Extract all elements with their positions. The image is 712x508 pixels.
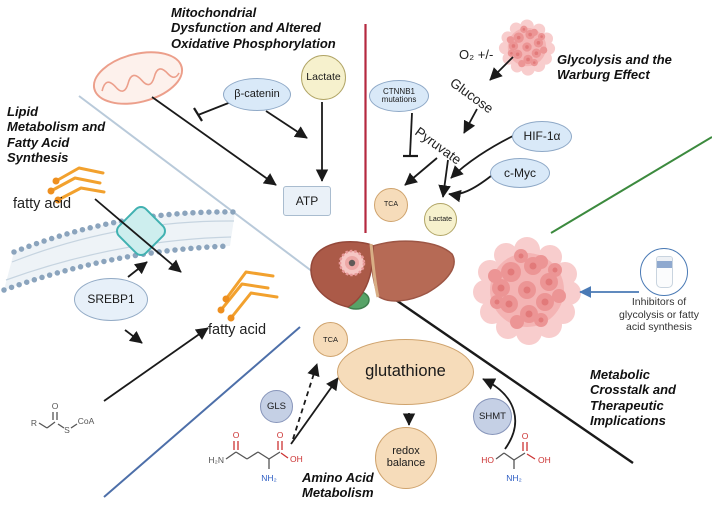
serine-structure: HO O OH NH₂ xyxy=(481,431,551,483)
divider-green xyxy=(550,136,712,234)
vial-tube-icon xyxy=(655,256,673,288)
tumor-cells-icon xyxy=(473,237,581,345)
node-atp: ATP xyxy=(283,186,331,216)
label-o2: O₂ +/- xyxy=(459,47,494,62)
label-inhibitors: Inhibitors of glycolysis or fatty acid s… xyxy=(619,296,699,334)
title-mitochondrial-dysfunction: Mitochondrial Dysfunction and Altered Ox… xyxy=(171,5,336,51)
label-fatty-acid-center: fatty acid xyxy=(208,322,267,338)
mitochondria-icon xyxy=(92,51,184,105)
title-lipid-metabolism: Lipid Metabolism and Fatty Acid Synthesi… xyxy=(7,104,106,165)
node-lactate-glycolysis: Lactate xyxy=(424,203,457,236)
arrow-glutamine-to-tca-dashed xyxy=(292,363,320,440)
arrow-glutamine-to-glutathione xyxy=(290,377,339,445)
atom-oh: OH xyxy=(290,454,303,464)
arrow-mito-to-atp xyxy=(151,96,277,186)
node-hif1a: HIF-1α xyxy=(512,121,572,152)
node-srebp1: SREBP1 xyxy=(74,278,148,321)
arrow-beta-catenin-down xyxy=(265,110,308,139)
node-gls: GLS xyxy=(260,390,293,423)
arrow-glucose-to-pyruvate xyxy=(463,108,478,134)
arrow-fatty-acid-through-membrane xyxy=(94,198,182,273)
divider-black xyxy=(392,297,634,464)
node-redox-balance: redox balance xyxy=(375,427,437,489)
glutamine-structure: H₂N O O OH NH₂ xyxy=(208,430,302,483)
arrow-tumor-to-glucose xyxy=(489,56,514,81)
arrow-serine-to-glutathione xyxy=(482,378,517,450)
node-lactate-top: Lactate xyxy=(301,55,346,100)
node-glutathione: glutathione xyxy=(337,339,474,405)
atom-o: O xyxy=(52,401,59,411)
atom-o1: O xyxy=(233,430,240,440)
fatty-acid-molecules-center-icon xyxy=(217,270,279,322)
arrow-srebp1-up xyxy=(127,261,148,278)
arrow-acylcoa-to-fatty-acid xyxy=(103,327,209,402)
arrow-pyruvate-to-lactate xyxy=(438,159,451,198)
node-tca-amino: TCA xyxy=(313,322,348,357)
membrane-transporter-icon xyxy=(116,206,166,256)
node-c-myc: c-Myc xyxy=(490,158,550,188)
inhibition-beta-catenin xyxy=(193,101,232,122)
arrow-cmyc xyxy=(448,175,492,203)
vial-cap xyxy=(656,257,672,261)
fatty-acid-molecules-left-icon xyxy=(47,166,106,204)
divider-lightblue xyxy=(78,95,314,273)
atom-o: O xyxy=(522,431,529,441)
liver-tumor-spot-icon xyxy=(338,249,366,277)
divider-blue xyxy=(103,326,301,498)
title-metabolic-crosstalk: Metabolic Crosstalk and Therapeutic Impl… xyxy=(590,367,676,428)
tumor-cells-small-icon xyxy=(498,19,556,76)
node-beta-catenin: β-catenin xyxy=(223,78,291,111)
atom-nh2: NH₂ xyxy=(261,473,277,483)
arrow-srebp1-down xyxy=(124,329,143,344)
atom-oh: OH xyxy=(538,455,551,465)
inhibition-ctnnb1 xyxy=(403,112,418,158)
node-ctnnb1-mutations: CTNNB1 mutations xyxy=(369,80,429,112)
atom-nh2: NH₂ xyxy=(506,473,522,483)
arrow-pyruvate-to-tca xyxy=(404,157,438,186)
node-tca-glycolysis: TCA xyxy=(374,188,408,222)
vial-band xyxy=(656,261,672,268)
title-amino-acid-metabolism: Amino Acid Metabolism xyxy=(302,470,374,501)
atom-s: S xyxy=(64,425,70,435)
label-fatty-acid-left: fatty acid xyxy=(13,196,72,212)
atom-r: R xyxy=(31,418,37,428)
acyl-coa-structure: R O S CoA xyxy=(31,401,95,435)
atom-o2: O xyxy=(277,430,284,440)
inhibitor-vial-icon xyxy=(640,248,688,296)
atom-ho: HO xyxy=(481,455,494,465)
node-shmt: SHMT xyxy=(473,398,512,435)
arrow-hif1a xyxy=(450,133,518,179)
atom-h2n: H₂N xyxy=(208,455,224,465)
atom-coa: CoA xyxy=(78,416,95,426)
liver-icon xyxy=(310,240,455,310)
title-glycolysis-warburg: Glycolysis and the Warburg Effect xyxy=(557,52,672,83)
